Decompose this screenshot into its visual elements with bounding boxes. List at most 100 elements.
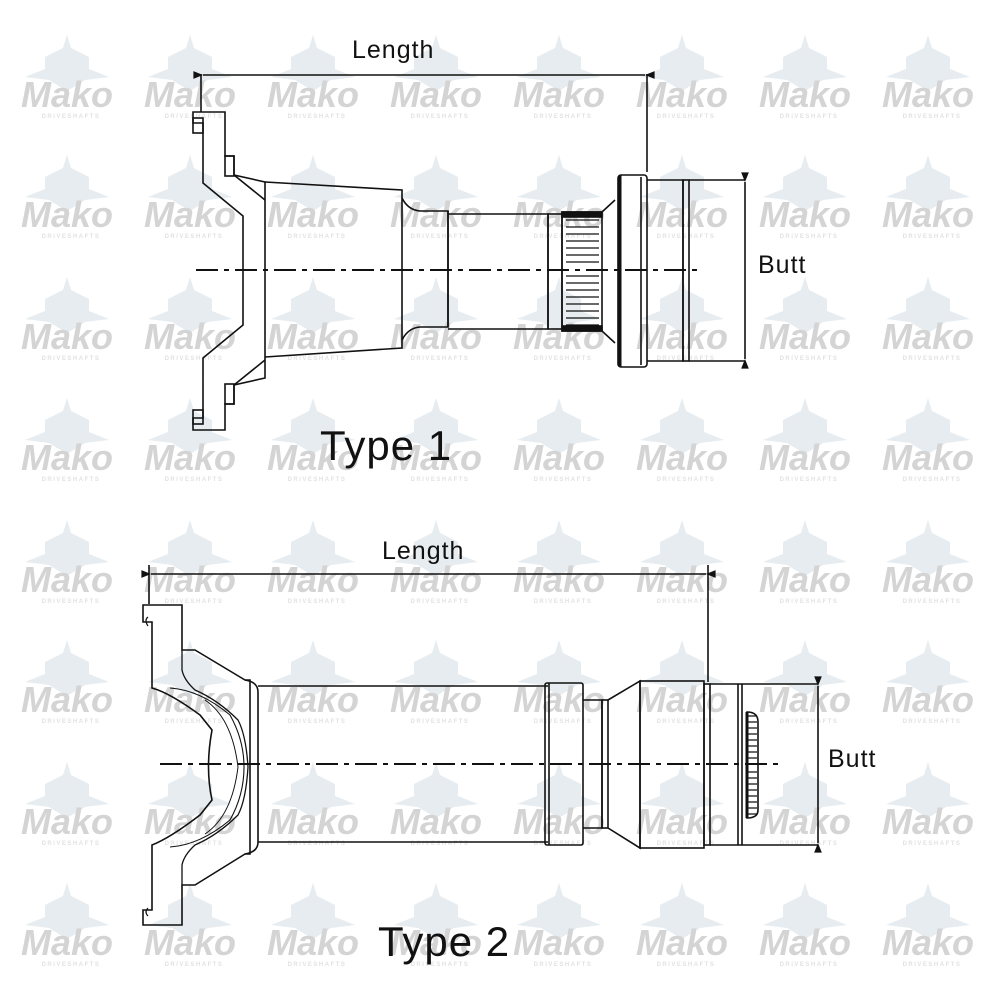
watermark-subtitle-text: DRIVESHAFTS <box>411 234 470 240</box>
shark-logo-icon <box>394 520 478 576</box>
watermark-brand-text: Mako <box>21 679 113 720</box>
watermark-subtitle-text: DRIVESHAFTS <box>903 356 962 362</box>
watermark-brand-text: Mako <box>513 437 605 478</box>
watermark-subtitle-text: DRIVESHAFTS <box>288 841 347 847</box>
watermark-brand-text: Mako <box>144 922 236 963</box>
shark-logo-icon <box>148 155 232 211</box>
watermark-brand-text: Mako <box>144 437 236 478</box>
shark-logo-icon <box>271 520 355 576</box>
watermark-brand-text: Mako <box>513 801 605 842</box>
type-2-length-dimension <box>141 565 716 682</box>
shark-logo-icon <box>640 277 724 333</box>
type-1-butt-label: Butt <box>758 251 807 279</box>
shark-logo-icon <box>271 762 355 818</box>
shark-logo-icon <box>886 520 970 576</box>
watermark-brand-text: Mako <box>759 559 851 600</box>
watermark-brand-text: Mako <box>882 801 974 842</box>
watermark-brand-text: Mako <box>513 74 605 115</box>
shark-logo-icon <box>271 398 355 454</box>
watermark-subtitle-text: DRIVESHAFTS <box>534 356 593 362</box>
watermark-subtitle-text: DRIVESHAFTS <box>903 114 962 120</box>
watermark-subtitle-text: DRIVESHAFTS <box>42 719 101 725</box>
shark-logo-icon <box>394 640 478 696</box>
watermark-subtitle-text: DRIVESHAFTS <box>780 114 839 120</box>
shark-logo-icon <box>640 35 724 91</box>
shark-logo-icon <box>763 640 847 696</box>
watermark-brand-text: Mako <box>759 194 851 235</box>
watermark-subtitle-text: DRIVESHAFTS <box>165 841 224 847</box>
watermark-subtitle-text: DRIVESHAFTS <box>288 114 347 120</box>
type-2-drawing <box>141 565 822 926</box>
watermark-brand-text: Mako <box>21 922 113 963</box>
shark-logo-icon <box>25 155 109 211</box>
watermark-subtitle-text: DRIVESHAFTS <box>42 356 101 362</box>
shark-logo-icon <box>763 35 847 91</box>
type-2-butt-end <box>710 683 818 846</box>
watermark-subtitle-text: DRIVESHAFTS <box>903 719 962 725</box>
shark-logo-icon <box>148 520 232 576</box>
watermark-brand-text: Mako <box>636 194 728 235</box>
watermark-subtitle-text: DRIVESHAFTS <box>780 477 839 483</box>
watermark-subtitle-text: DRIVESHAFTS <box>288 234 347 240</box>
shark-logo-icon <box>25 277 109 333</box>
type-1-collar <box>547 213 563 330</box>
watermark-subtitle-text: DRIVESHAFTS <box>165 599 224 605</box>
watermark-subtitle-text: DRIVESHAFTS <box>903 234 962 240</box>
watermark-brand-text: Mako <box>267 316 359 357</box>
watermark-brand-text: Mako <box>636 437 728 478</box>
watermark-subtitle-text: DRIVESHAFTS <box>42 114 101 120</box>
shark-logo-icon <box>640 883 724 939</box>
watermark-brand-text: Mako <box>882 437 974 478</box>
watermark-subtitle-text: DRIVESHAFTS <box>411 962 470 968</box>
shark-logo-icon <box>394 277 478 333</box>
shark-logo-icon <box>763 277 847 333</box>
watermark-brand-text: Mako <box>513 559 605 600</box>
watermark-subtitle-text: DRIVESHAFTS <box>657 114 716 120</box>
watermark-brand-text: Mako <box>882 74 974 115</box>
watermark-subtitle-text: DRIVESHAFTS <box>411 477 470 483</box>
watermark-subtitle-text: DRIVESHAFTS <box>288 356 347 362</box>
watermark-subtitle-text: DRIVESHAFTS <box>165 356 224 362</box>
watermark-brand-text: Mako <box>267 437 359 478</box>
watermark-subtitle-text: DRIVESHAFTS <box>903 599 962 605</box>
shark-logo-icon <box>517 520 601 576</box>
watermark-subtitle-text: DRIVESHAFTS <box>288 962 347 968</box>
shark-logo-icon <box>394 883 478 939</box>
watermark-brand-text: Mako <box>144 74 236 115</box>
shark-logo-icon <box>394 762 478 818</box>
watermark-subtitle-text: DRIVESHAFTS <box>411 841 470 847</box>
watermark-subtitle-text: DRIVESHAFTS <box>42 477 101 483</box>
shark-logo-icon <box>886 35 970 91</box>
type-1-length-dimension <box>193 71 655 172</box>
shark-logo-icon <box>886 277 970 333</box>
shark-logo-icon <box>148 398 232 454</box>
shark-logo-icon <box>640 398 724 454</box>
shark-logo-icon <box>271 155 355 211</box>
shark-logo-icon <box>148 762 232 818</box>
watermark-brand-text: Mako <box>759 801 851 842</box>
watermark-brand-text: Mako <box>21 801 113 842</box>
shark-logo-icon <box>886 762 970 818</box>
watermark-brand-text: Mako <box>882 316 974 357</box>
type-1-title: Type 1 <box>320 422 453 469</box>
watermark-brand-text: Mako <box>390 437 482 478</box>
watermark-brand-text: Mako <box>21 74 113 115</box>
